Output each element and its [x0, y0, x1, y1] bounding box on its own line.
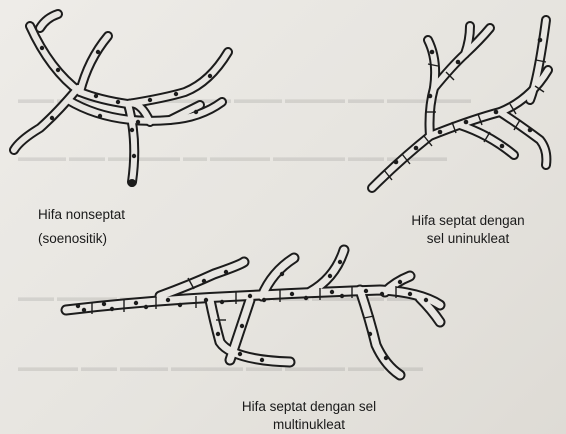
label-uninucleate-line2: sel uninukleat [388, 230, 548, 248]
label-uninucleate: Hifa septat dengan sel uninukleat [388, 212, 548, 248]
label-nonseptate-line1: Hifa nonseptat [38, 206, 125, 224]
label-nonseptate: Hifa nonseptat (soenositik) [38, 206, 125, 248]
label-multinucleate-line1: Hifa septat dengan sel [224, 398, 394, 416]
label-uninucleate-line1: Hifa septat dengan [388, 212, 548, 230]
label-nonseptate-line2: (soenositik) [38, 230, 125, 248]
label-multinucleate: Hifa septat dengan sel multinukleat [224, 398, 394, 434]
label-multinucleate-line2: multinukleat [224, 416, 394, 434]
nonseptate-hypha [14, 14, 228, 182]
